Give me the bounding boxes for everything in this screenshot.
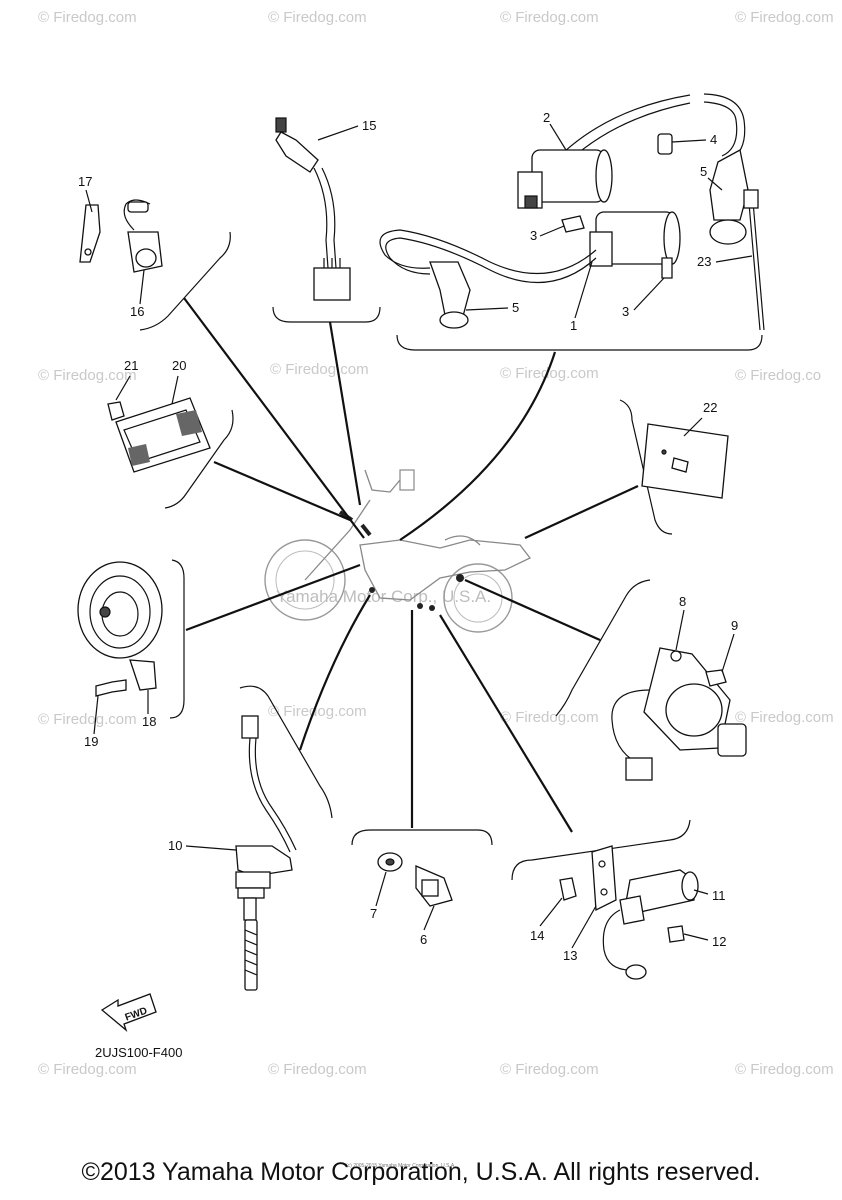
callout-label: 3 <box>530 228 537 243</box>
callout-label: 6 <box>420 932 427 947</box>
watermark: © Firedog.com <box>500 365 599 382</box>
watermark: © Firedog.com <box>500 709 599 726</box>
watermark: © Firedog.com <box>38 367 137 384</box>
group-brackets <box>139 231 763 881</box>
callout-label: 21 <box>124 358 138 373</box>
reflector-part-20 <box>107 397 211 473</box>
sensor-part-10 <box>235 715 297 991</box>
watermark: © Firedog.com <box>270 361 369 378</box>
callout-label: 12 <box>712 934 726 949</box>
leader-lines <box>183 297 639 833</box>
callout-label: 2 <box>543 110 550 125</box>
callout-label: 20 <box>172 358 186 373</box>
ignition-coil-assembly <box>379 93 765 331</box>
switch-part-6 <box>377 852 453 907</box>
switch-part-15 <box>275 117 351 301</box>
callout-label: 8 <box>679 594 686 609</box>
callout-label: 14 <box>530 928 544 943</box>
callout-label: 3 <box>622 304 629 319</box>
callout-label: 18 <box>142 714 156 729</box>
forward-arrow-icon: FWD <box>100 993 157 1032</box>
watermark: © Firedog.co <box>735 367 821 384</box>
relay-part-16 <box>79 199 163 273</box>
watermark: © Firedog.com <box>38 1061 137 1078</box>
reflector-part-22 <box>641 423 729 499</box>
watermark: © Firedog.com <box>735 709 834 726</box>
switch-part-11 <box>559 845 699 980</box>
callout-label: 10 <box>168 838 182 853</box>
callout-label: 1 <box>570 318 577 333</box>
diagram-code: 2UJS100-F400 <box>95 1045 182 1060</box>
callout-label: 5 <box>512 300 519 315</box>
watermark: © Firedog.com <box>735 9 834 26</box>
callout-label: 5 <box>700 164 707 179</box>
watermark: © Firedog.com <box>38 9 137 26</box>
callout-label: 11 <box>712 888 726 903</box>
callout-label: 15 <box>362 118 376 133</box>
callout-label: 19 <box>84 734 98 749</box>
watermark-layer: © Firedog.com © Firedog.com © Firedog.co… <box>38 9 834 1078</box>
callout-layer: 1 2 3 3 4 5 5 6 7 8 9 10 11 12 13 14 15 … <box>78 110 753 963</box>
watermark: © Firedog.com <box>735 1061 834 1078</box>
watermark: © Firedog.com <box>268 9 367 26</box>
watermark: © Firedog.com <box>268 1061 367 1078</box>
horn-part-18 <box>77 561 163 697</box>
center-watermark: Yamaha Motor Corp., U.S.A. <box>276 587 491 606</box>
unit-part-8 <box>611 647 747 781</box>
watermark: © Firedog.com <box>38 711 137 728</box>
tiny-notice: (c) 2005-2015 Yamaha Motor Corporation, … <box>346 1163 456 1169</box>
callout-label: 17 <box>78 174 92 189</box>
callout-label: 7 <box>370 906 377 921</box>
callout-label: 9 <box>731 618 738 633</box>
watermark: © Firedog.com <box>268 703 367 720</box>
callout-label: 16 <box>130 304 144 319</box>
callout-label: 22 <box>703 400 717 415</box>
callout-label: 4 <box>710 132 717 147</box>
watermark: © Firedog.com <box>500 9 599 26</box>
callout-label: 23 <box>697 254 711 269</box>
watermark: © Firedog.com <box>500 1061 599 1078</box>
copyright-footer: ©2013 Yamaha Motor Corporation, U.S.A. A… <box>81 1158 761 1186</box>
motorcycle-silhouette-icon <box>264 469 532 633</box>
callout-label: 13 <box>563 948 577 963</box>
